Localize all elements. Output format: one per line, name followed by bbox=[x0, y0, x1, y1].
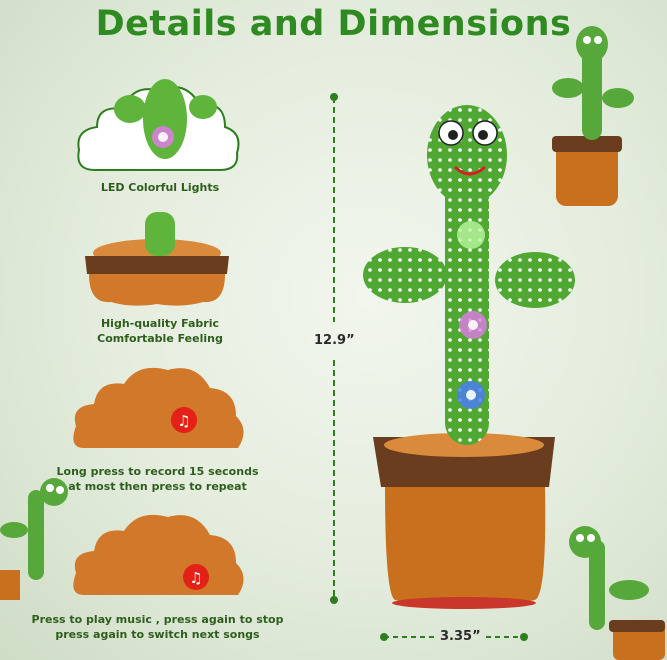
record-pot-image: ♫ bbox=[73, 367, 244, 448]
feature-music-caption: Press to play music , press again to sto… bbox=[20, 612, 295, 642]
fabric-caption-line2: Comfortable Feeling bbox=[97, 332, 223, 345]
feature-fabric-caption: High-quality Fabric Comfortable Feeling bbox=[60, 316, 260, 346]
led-lights-image bbox=[77, 79, 240, 171]
record-caption-line1: Long press to record 15 seconds bbox=[56, 465, 259, 478]
decorative-cactus-top-right bbox=[552, 26, 634, 206]
width-dimension-line bbox=[380, 633, 528, 641]
height-dimension-line bbox=[330, 93, 338, 604]
feature-led-caption: LED Colorful Lights bbox=[100, 181, 220, 194]
width-label: 3.35” bbox=[440, 629, 481, 644]
height-label: 12.9” bbox=[314, 333, 355, 348]
dancing-cactus-product bbox=[363, 105, 575, 609]
music-pot-image: ♫ bbox=[73, 514, 244, 595]
decorative-cactus-bottom-left bbox=[0, 478, 68, 600]
record-caption-line2: at most then press to repeat bbox=[68, 480, 247, 493]
page-title: Details and Dimensions bbox=[95, 4, 572, 44]
decorative-cactus-bottom-right bbox=[569, 526, 665, 660]
fabric-pot-image bbox=[85, 212, 229, 306]
fabric-caption-line1: High-quality Fabric bbox=[100, 317, 220, 330]
svg-text:♫: ♫ bbox=[177, 412, 190, 430]
feature-record-caption: Long press to record 15 seconds at most … bbox=[30, 464, 285, 494]
music-caption-line1: Press to play music , press again to sto… bbox=[31, 613, 284, 626]
music-caption-line2: press again to switch next songs bbox=[55, 628, 260, 641]
svg-text:♫: ♫ bbox=[189, 569, 202, 587]
